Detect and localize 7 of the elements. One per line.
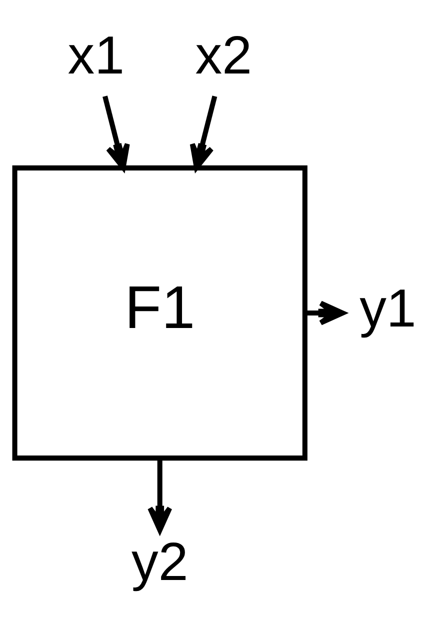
node-text: x2 xyxy=(195,25,252,86)
node-text: x1 xyxy=(68,25,124,86)
arrow xyxy=(190,96,218,170)
node-box: F1 xyxy=(12,165,308,461)
node-text: y1 xyxy=(360,278,416,339)
arrow xyxy=(102,96,130,170)
node-text: y2 xyxy=(132,532,188,592)
